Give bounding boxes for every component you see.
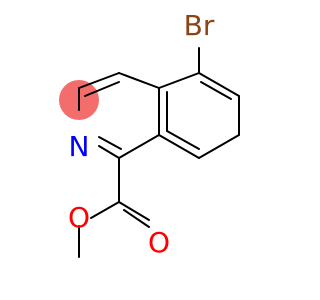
bond-carbonyl: [118, 201, 150, 221]
bond: [98, 145, 120, 159]
bond: [198, 134, 240, 159]
bond: [158, 72, 200, 89]
molecule-structure: Br N O O: [59, 9, 240, 259]
bond-carbonyl-double: [123, 209, 150, 228]
bond: [166, 130, 200, 150]
bond-ester-oxygen: [90, 201, 120, 219]
bond: [118, 134, 160, 159]
bond: [84, 81, 120, 97]
bond: [198, 72, 240, 97]
bond-group: [78, 47, 240, 258]
ester-oxygen-label: O: [68, 201, 90, 234]
bond: [200, 81, 232, 100]
bond: [118, 72, 160, 89]
bromine-label: Br: [184, 9, 215, 42]
bond: [98, 136, 122, 150]
carbonyl-oxygen-label: O: [148, 226, 170, 259]
bond: [78, 72, 120, 89]
bond: [158, 134, 200, 159]
nitrogen-label: N: [69, 130, 90, 163]
